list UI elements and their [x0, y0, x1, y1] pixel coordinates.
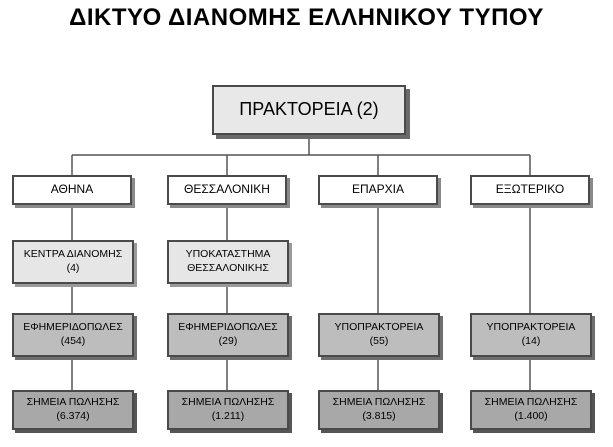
page-title: ΔΙΚΤΥΟ ΔΙΑΝΟΜΗΣ ΕΛΛΗΝΙΚΟΥ ΤΥΠΟΥ — [69, 4, 544, 31]
node-label-line2: (29) — [218, 335, 238, 347]
sales-points-province-node: ΣΗΜΕΙΑ ΠΩΛΗΣΗΣ (3.815) — [318, 390, 440, 430]
root-node-label: ΠΡΑΚΤΟΡΕΙΑ (2) — [239, 99, 379, 120]
node-label-line1: ΥΠΟΠΡΑΚΤΟΡΕΙΑ — [334, 321, 424, 334]
node-label-line2: (1.400) — [514, 410, 548, 422]
node-label-line2: (14) — [521, 335, 541, 347]
node-label-line1: ΥΠΟΠΡΑΚΤΟΡΕΙΑ — [486, 321, 576, 334]
node-label-line2: (55) — [369, 335, 389, 347]
sub-agencies-abroad-node: ΥΠΟΠΡΑΚΤΟΡΕΙΑ (14) — [470, 313, 592, 357]
node-label-line1: ΣΗΜΕΙΑ ΠΩΛΗΣΗΣ — [26, 396, 120, 409]
node-label-line2: (3.815) — [362, 410, 396, 422]
sales-points-athens-node: ΣΗΜΕΙΑ ΠΩΛΗΣΗΣ (6.374) — [12, 390, 134, 430]
node-label-line2: (6.374) — [56, 410, 90, 422]
region-node-province: ΕΠΑΡΧΙΑ — [318, 175, 438, 205]
sales-points-abroad-node: ΣΗΜΕΙΑ ΠΩΛΗΣΗΣ (1.400) — [470, 390, 592, 430]
node-label-line1: ΣΗΜΕΙΑ ΠΩΛΗΣΗΣ — [181, 396, 275, 409]
region-label: ΘΕΣΣΑΛΟΝΙΚΗ — [184, 182, 270, 197]
newsagents-thessaloniki-node: ΕΦΗΜΕΡΙΔΟΠΩΛΕΣ (29) — [167, 313, 289, 357]
newsagents-athens-node: ΕΦΗΜΕΡΙΔΟΠΩΛΕΣ (454) — [12, 313, 134, 357]
node-label-line1: ΥΠΟΚΑΤΑΣΤΗΜΑ — [185, 248, 271, 261]
region-node-athens: ΑΘΗΝΑ — [12, 175, 132, 205]
sales-points-thessaloniki-node: ΣΗΜΕΙΑ ΠΩΛΗΣΗΣ (1.211) — [167, 390, 289, 430]
region-node-abroad: ΕΞΩΤΕΡΙΚΟ — [470, 175, 590, 205]
region-label: ΑΘΗΝΑ — [50, 182, 94, 197]
node-label-line1: ΚΕΝΤΡΑ ΔΙΑΝΟΜΗΣ — [23, 248, 123, 261]
node-label-line2: (1.211) — [211, 410, 245, 422]
node-label-line2: (4) — [66, 262, 80, 274]
node-label-line2: (454) — [60, 335, 86, 347]
sub-agencies-province-node: ΥΠΟΠΡΑΚΤΟΡΕΙΑ (55) — [318, 313, 440, 357]
node-label-line2: ΘΕΣΣΑΛΟΝΙΚΗΣ — [187, 262, 269, 274]
root-node-agencies: ΠΡΑΚΤΟΡΕΙΑ (2) — [212, 85, 406, 135]
region-node-thessaloniki: ΘΕΣΣΑΛΟΝΙΚΗ — [167, 175, 287, 205]
node-label-line1: ΣΗΜΕΙΑ ΠΩΛΗΣΗΣ — [332, 396, 426, 409]
thessaloniki-branch-node: ΥΠΟΚΑΤΑΣΤΗΜΑ ΘΕΣΣΑΛΟΝΙΚΗΣ — [167, 240, 289, 284]
region-label: ΕΠΑΡΧΙΑ — [351, 182, 405, 197]
region-label: ΕΞΩΤΕΡΙΚΟ — [495, 182, 565, 197]
node-label-line1: ΕΦΗΜΕΡΙΔΟΠΩΛΕΣ — [23, 321, 123, 334]
distribution-centers-node: ΚΕΝΤΡΑ ΔΙΑΝΟΜΗΣ (4) — [12, 240, 134, 284]
node-label-line1: ΣΗΜΕΙΑ ΠΩΛΗΣΗΣ — [484, 396, 578, 409]
node-label-line1: ΕΦΗΜΕΡΙΔΟΠΩΛΕΣ — [178, 321, 278, 334]
